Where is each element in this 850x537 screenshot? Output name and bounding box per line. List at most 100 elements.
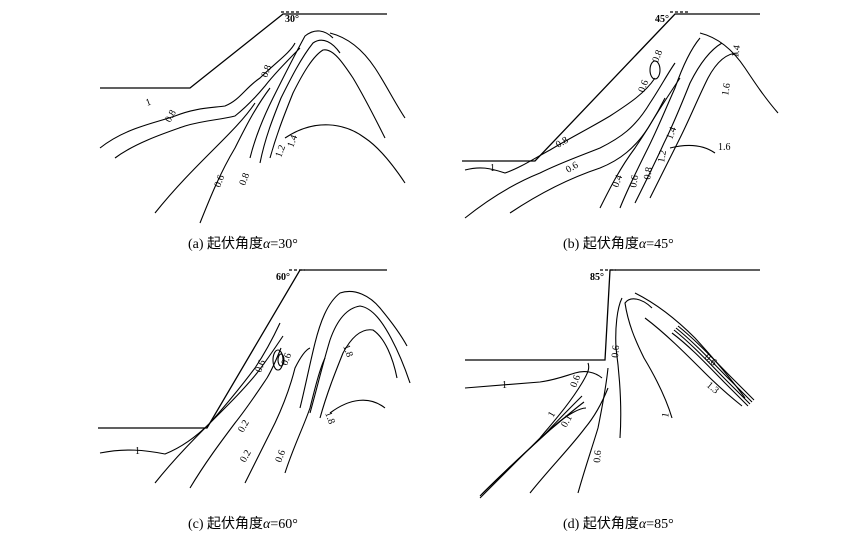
contour-line	[189, 347, 282, 489]
contour-line	[644, 317, 743, 407]
contour-loop	[272, 349, 284, 371]
contour-label: 0.8	[554, 135, 570, 151]
caption-a: (a) 起伏角度α=30°	[188, 233, 298, 253]
contour-label: 1.2	[273, 144, 288, 160]
contour-plot-d: 85° 0.6 1 0.6 1 0.1 0.6 0.6 1.3 1	[464, 269, 760, 499]
caption-symbol: α	[263, 237, 271, 252]
contour-line	[615, 297, 623, 439]
contour-label: 1.4	[664, 126, 679, 142]
caption-symbol: α	[263, 517, 271, 532]
contour-line	[671, 332, 749, 407]
contour-label: 0.6	[212, 174, 227, 190]
contour-line	[619, 37, 701, 209]
terrain-profile-a	[100, 13, 387, 89]
contour-label: 0.6	[564, 160, 580, 176]
contour-line	[669, 144, 716, 154]
contour-line	[483, 407, 587, 493]
angle-label-b: 45°	[655, 14, 669, 25]
contour-label: 0.8	[237, 172, 252, 188]
contour-label: 0.6	[636, 79, 651, 95]
contour-label: 0.6	[628, 174, 641, 188]
contour-label: 0.6	[279, 352, 294, 368]
caption-value: =60°	[270, 517, 298, 532]
contour-label: 1.3	[704, 380, 721, 396]
panel-b: 45° 1.4 1.6 0.8 0.6 0.8 0.6 1 0.4 0.6 0.…	[460, 8, 780, 233]
contour-label: 0.2	[238, 448, 254, 464]
contour-label: 0.8	[642, 166, 655, 180]
contour-line	[329, 32, 406, 119]
caption-b: (b) 起伏角度α=45°	[563, 233, 674, 253]
caption-symbol: α	[638, 237, 647, 252]
contour-plot-b: 45° 1.4 1.6 0.8 0.6 0.8 0.6 1 0.4 0.6 0.…	[462, 11, 779, 219]
caption-prefix: (d) 起伏角度	[563, 517, 639, 532]
caption-c: (c) 起伏角度α=60°	[188, 513, 298, 533]
contour-line	[244, 347, 311, 484]
contour-line	[464, 62, 676, 219]
contour-line	[284, 124, 406, 184]
caption-value: =85°	[646, 517, 674, 532]
contour-label: 0.2	[236, 418, 252, 434]
contour-line	[114, 47, 301, 159]
caption-value: =30°	[270, 237, 298, 252]
contour-label: 0.4	[610, 174, 625, 190]
contour-label: 0.1	[559, 413, 575, 429]
contour-label: 1	[660, 412, 672, 419]
contour-line	[673, 329, 751, 405]
contour-line	[599, 97, 666, 209]
contour-label: 1.8	[322, 410, 337, 426]
contour-line	[464, 371, 603, 389]
contour-line	[269, 49, 386, 159]
contour-line	[464, 77, 656, 174]
contour-line	[649, 52, 739, 199]
contour-label: 1	[135, 446, 140, 457]
contour-loop	[277, 353, 285, 367]
contour-line	[634, 292, 746, 399]
angle-label-a: 30°	[285, 14, 299, 25]
contour-line	[677, 325, 755, 401]
contour-label: 0.6	[568, 374, 583, 390]
contour-line	[319, 329, 398, 419]
contour-label: 1	[502, 380, 507, 391]
contour-line	[329, 399, 386, 414]
terrain-profile-d	[465, 269, 760, 361]
contour-line	[624, 298, 673, 419]
contour-label: 0.8	[163, 108, 179, 124]
caption-symbol: α	[638, 517, 647, 532]
contour-label: 1.6	[718, 142, 731, 153]
angle-label-d: 85°	[590, 272, 604, 283]
contour-label: 1	[490, 163, 495, 174]
terrain-profile-b	[462, 13, 760, 162]
contour-line	[577, 367, 609, 494]
contour-line	[479, 362, 590, 499]
contour-label: 1.4	[730, 44, 743, 58]
contour-line	[154, 102, 256, 214]
contour-plot-c: 60° 1.8 0.6 0.6 0.2 0.2 1 0.6 1.8	[98, 269, 411, 489]
contour-label: 0.6	[592, 450, 604, 463]
terrain-profile-c	[98, 269, 387, 429]
contour-label: 0.6	[273, 449, 288, 465]
contour-line	[699, 32, 779, 114]
caption-value: =45°	[646, 237, 674, 252]
contour-line	[249, 30, 334, 159]
contour-label: 1.4	[285, 134, 300, 150]
caption-prefix: (c) 起伏角度	[188, 517, 264, 532]
contour-line	[529, 387, 609, 494]
contour-label: 1.8	[340, 343, 355, 359]
contour-line	[634, 42, 723, 204]
contour-line	[99, 42, 296, 149]
caption-prefix: (b) 起伏角度	[563, 237, 639, 252]
contour-line	[509, 77, 681, 214]
panel-a: 30° 0.8 1 0.8 0.6 0.8 1.4 1.2	[95, 8, 415, 233]
contour-plot-a: 30° 0.8 1 0.8 0.6 0.8 1.4 1.2	[99, 11, 406, 224]
contour-label: 0.6	[253, 359, 268, 375]
contour-label: 0.8	[650, 49, 665, 65]
contour-line	[99, 322, 281, 455]
contour-label: 1	[546, 410, 558, 420]
contour-line	[284, 357, 326, 474]
contour-line	[199, 87, 271, 224]
contour-label: 1.6	[720, 82, 733, 96]
contour-label: 0.8	[259, 64, 274, 80]
caption-d: (d) 起伏角度α=85°	[563, 513, 674, 533]
panel-d: 85° 0.6 1 0.6 1 0.1 0.6 0.6 1.3 1	[460, 268, 780, 499]
contour-line	[154, 335, 284, 484]
